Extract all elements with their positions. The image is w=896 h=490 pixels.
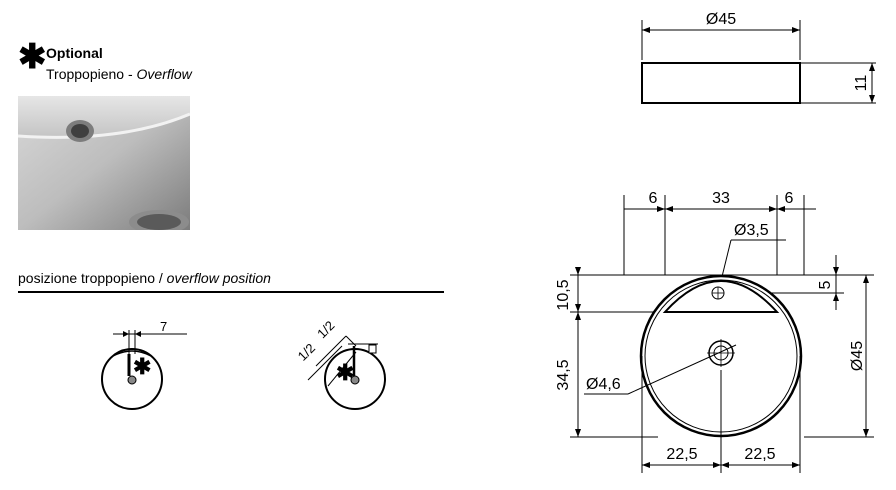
- dim-half-right: 22,5: [744, 446, 775, 463]
- section-divider: [18, 291, 444, 293]
- dim-top-6-left: 6: [649, 190, 658, 207]
- optional-title: Optional: [46, 45, 103, 61]
- dim-top-6-right: 6: [785, 190, 794, 207]
- overflow-detail-left: 7 ✱: [101, 319, 187, 410]
- asterisk-marker-left: ✱: [133, 354, 151, 379]
- dim-upper-10-5: 10,5: [555, 279, 572, 310]
- side-view-drawing: Ø45 11: [641, 11, 876, 104]
- top-view-drawing: 6 33 6 Ø3,5 10,5 34,5 5 Ø45 Ø4,6 22,5: [555, 190, 874, 473]
- dim-7: 7: [160, 319, 167, 334]
- asterisk-marker-right: ✱: [336, 360, 354, 385]
- dim-outer-diameter-45: Ø45: [849, 341, 866, 371]
- dim-drain-diameter: Ø4,6: [586, 376, 621, 393]
- overflow-position-title: posizione troppopieno / overflow positio…: [18, 270, 271, 286]
- dim-overflow-diameter: Ø3,5: [734, 222, 769, 239]
- overflow-photo: [18, 96, 190, 230]
- subtitle-en: Overflow: [136, 66, 192, 82]
- asterisk-marker-icon: ✱: [18, 38, 47, 76]
- position-title-en: overflow position: [166, 270, 271, 286]
- dim-half-a: 1/2: [295, 340, 318, 363]
- subtitle-it: Troppopieno -: [46, 66, 137, 82]
- dim-top-33: 33: [712, 190, 730, 207]
- position-title-it: posizione troppopieno /: [18, 270, 167, 286]
- dim-half-left: 22,5: [666, 446, 697, 463]
- dim-lower-34-5: 34,5: [555, 359, 572, 390]
- dim-overflow-offset-5: 5: [817, 280, 834, 289]
- dim-height-11: 11: [853, 75, 870, 92]
- dim-half-b: 1/2: [314, 318, 337, 341]
- optional-subtitle: Troppopieno - Overflow: [46, 66, 192, 82]
- dim-width-45: Ø45: [706, 11, 736, 28]
- overflow-detail-right: 1/2 1/2 ✱: [295, 318, 386, 410]
